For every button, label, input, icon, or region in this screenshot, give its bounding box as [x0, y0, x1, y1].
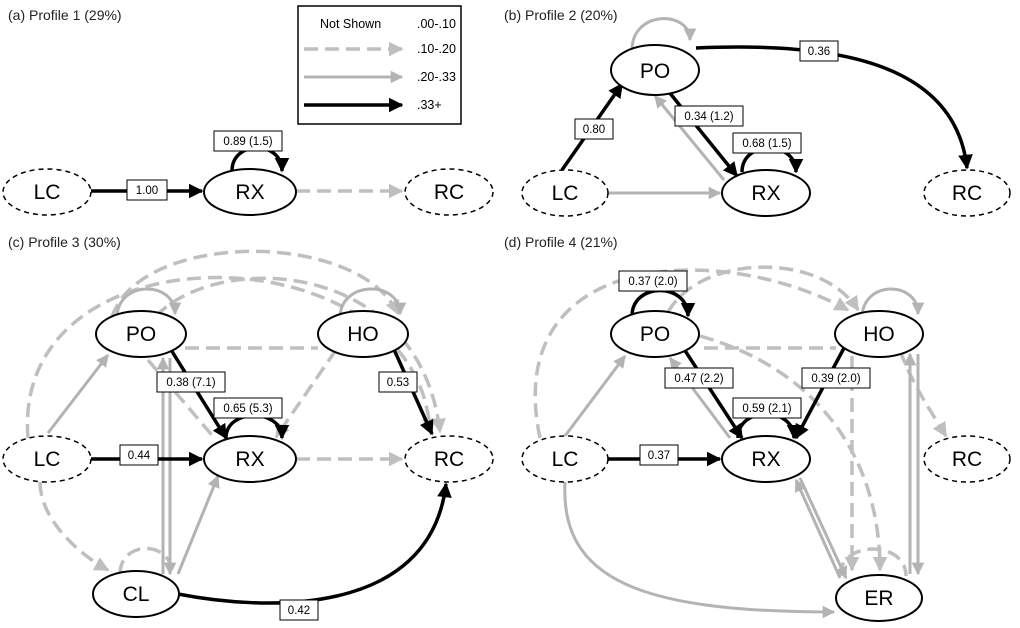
node-a-rc [404, 168, 494, 216]
node-d-ho-label: HO [863, 323, 895, 346]
panel-b: PO LC RX RC 0.80 0.36 0.34 (1.2) 0.68 (1… [521, 17, 1011, 217]
edge-c-cl-rc [177, 482, 452, 605]
edge-c-rx-self-label: 0.65 (5.3) [223, 403, 272, 415]
edge-c-ho-rx [274, 349, 338, 439]
edge-d-ho-rx-label: 0.39 (2.0) [811, 373, 860, 385]
node-b-rc-label: RC [952, 182, 982, 205]
node-b-po [610, 44, 700, 96]
node-b-lc [521, 169, 609, 217]
node-c-po-label: PO [126, 323, 156, 346]
legend-not-shown-label: Not Shown [320, 17, 381, 31]
panel-a-title: (a) Profile 1 (29%) [8, 7, 122, 23]
edge-c-lc-po [46, 354, 110, 434]
edge-a-lc-rx-label: 1.00 [136, 185, 158, 197]
node-c-ho [317, 310, 409, 358]
edge-c-po-rx-label: 0.38 (7.1) [166, 377, 215, 389]
edge-b-po-rx-label: 0.34 (1.2) [684, 111, 733, 123]
edge-d-ho-rx [794, 347, 846, 440]
edge-d-po-ho-arc [666, 265, 860, 313]
edge-a-rx-self-label: 0.89 (1.5) [223, 136, 272, 148]
edge-d-lc-rx-label: 0.37 [648, 450, 670, 462]
node-c-po [95, 310, 187, 358]
edge-b-po-self [630, 17, 697, 51]
edge-d-lc-er [563, 481, 836, 619]
node-a-rx-label: RX [235, 181, 264, 204]
edge-c-lc-cl [38, 481, 110, 572]
edge-c-ho-self [338, 287, 407, 319]
edge-d-po-er [699, 334, 888, 572]
node-d-rx [721, 435, 811, 483]
node-a-rc-label: RC [434, 181, 464, 204]
edge-b-rx-self-label: 0.68 (1.5) [742, 138, 791, 150]
node-d-rc-label: RC [952, 448, 982, 471]
node-d-po-label: PO [640, 323, 670, 346]
edge-c-cl-rx [176, 474, 220, 575]
edge-b-po-rc [695, 45, 973, 170]
edge-c-rx-self [224, 413, 290, 440]
legend-range-1: .00-.10 [417, 17, 456, 31]
node-d-er-label: ER [864, 587, 893, 610]
edge-c-po-self [115, 287, 182, 319]
edge-c-ho-rc-label: 0.53 [387, 377, 409, 389]
node-d-rx-label: RX [751, 448, 780, 471]
node-a-rx [203, 168, 297, 216]
edge-d-ho-self [860, 287, 925, 319]
edge-d-ho-rc [898, 349, 948, 438]
edge-b-lc-po-label: 0.80 [583, 124, 605, 136]
legend-range-3: .20-.33 [417, 70, 456, 84]
node-b-rc [923, 169, 1011, 217]
panel-d: PO HO LC RX RC ER 0.37 (2.0) 0.47 (2.2) … [521, 265, 1011, 622]
node-c-lc-label: LC [34, 448, 61, 471]
node-d-ho [834, 310, 924, 358]
edge-c-po-rc-arc [154, 276, 446, 434]
node-a-lc [2, 168, 92, 216]
node-b-lc-label: LC [552, 182, 579, 205]
node-c-cl [92, 570, 180, 618]
edge-d-lc-ho-arc [533, 268, 850, 439]
edge-d-po-rx-label: 0.47 (2.2) [674, 373, 723, 385]
node-c-rc-label: RC [434, 448, 464, 471]
panel-d-title: (d) Profile 4 (21%) [504, 234, 618, 250]
node-d-rc [923, 435, 1011, 483]
node-d-lc-label: LC [552, 448, 579, 471]
node-c-cl-label: CL [123, 583, 150, 606]
node-c-lc [2, 435, 92, 483]
edge-d-po-rx [680, 345, 744, 440]
node-b-rx [721, 169, 811, 217]
panel-c-title: (c) Profile 3 (30%) [8, 234, 121, 250]
edge-b-po-rc-label: 0.36 [808, 46, 830, 58]
edge-d-er-rx [794, 478, 842, 579]
node-c-rc [404, 435, 494, 483]
edge-c-cl-rc-label: 0.42 [288, 605, 310, 617]
node-b-rx-label: RX [751, 182, 780, 205]
edge-c-lc-rc-arc [25, 275, 437, 439]
node-c-rx [203, 435, 297, 483]
panel-a: LC RX RC 1.00 0.89 (1.5) [2, 130, 494, 216]
edge-d-rx-er [798, 477, 848, 580]
node-d-lc [521, 435, 609, 483]
node-b-po-label: PO [640, 60, 670, 83]
edge-d-po-self-label: 0.37 (2.0) [628, 276, 677, 288]
edge-d-er-self [838, 547, 908, 577]
edge-d-rx-self-label: 0.59 (2.1) [742, 403, 791, 415]
node-c-rx-label: RX [235, 448, 264, 471]
edge-b-rx-po [653, 95, 726, 181]
edge-c-po-rx-dashed [146, 358, 218, 442]
edge-b-po-rx [667, 90, 739, 178]
node-c-ho-label: HO [347, 323, 379, 346]
node-d-po [610, 310, 700, 358]
edge-d-lc-po [563, 354, 627, 437]
panel-c: PO HO LC RX RC CL 0.38 (7.1) 0.65 (5.3) … [2, 249, 494, 621]
legend-range-4: .33+ [417, 98, 442, 112]
node-a-lc-label: LC [34, 181, 61, 204]
legend-range-2: .10-.20 [417, 42, 456, 56]
edge-c-lc-rx-label: 0.44 [128, 450, 151, 462]
legend: Not Shown .00-.10 .10-.20 .20-.33 .33+ [297, 5, 462, 125]
node-d-er [835, 574, 923, 622]
panel-b-title: (b) Profile 2 (20%) [504, 7, 618, 23]
